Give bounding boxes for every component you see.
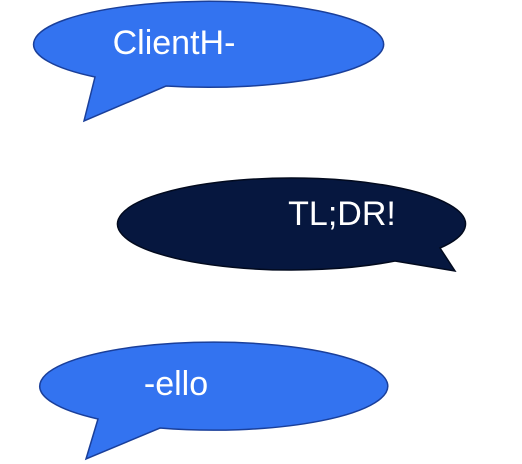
speech-bubble-ello-shape xyxy=(39,341,389,461)
speech-bubble-client-shape xyxy=(32,0,385,123)
speech-bubble-ello: -ello xyxy=(39,341,389,461)
speech-bubble-tldr-shape xyxy=(116,177,467,273)
speech-bubble-tldr: TL;DR! xyxy=(116,177,467,273)
speech-bubble-ello-text: -ello xyxy=(144,365,208,403)
speech-bubble-tldr-text: TL;DR! xyxy=(288,195,396,233)
speech-bubble-client: ClientH- xyxy=(32,0,385,123)
speech-bubble-client-text: ClientH- xyxy=(113,24,236,62)
